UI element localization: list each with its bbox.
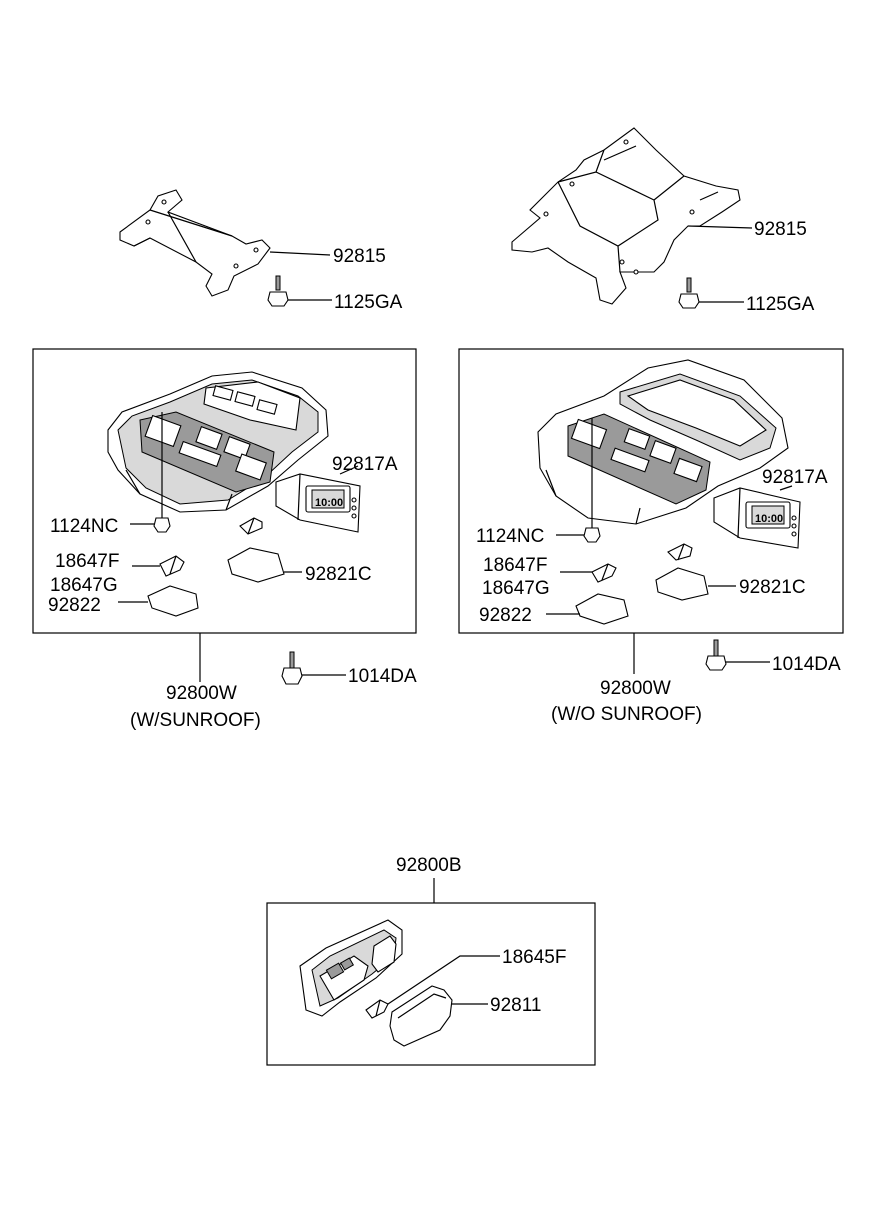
left-clock-display: 10:00 — [315, 497, 343, 509]
right-console-housing — [537, 359, 789, 525]
right-bolt-icon — [678, 277, 744, 309]
left-assembly-note: (W/SUNROOF) — [130, 710, 261, 731]
left-bracket-92815 — [119, 189, 331, 297]
bottom-lens-icon — [389, 985, 488, 1047]
left-lens-icon — [118, 585, 199, 617]
left-console-housing — [107, 371, 329, 513]
bottom-lens-label: 92811 — [490, 995, 541, 1016]
right-bracket-92815 — [511, 127, 753, 305]
right-lens-c-label: 92821C — [739, 577, 806, 598]
right-clock-label: 92817A — [762, 467, 828, 488]
bottom-assembly-box — [266, 902, 596, 1066]
bottom-bulb-label: 18645F — [502, 947, 566, 968]
bottom-bulb-icon — [365, 955, 500, 1019]
right-clock-module — [713, 485, 801, 549]
left-small-bulb-icon — [239, 517, 263, 535]
right-bolt-label: 1125GA — [746, 294, 815, 315]
left-screw-label: 1124NC — [50, 516, 118, 537]
right-screw-label: 1124NC — [476, 526, 544, 547]
bottom-lamp-housing — [299, 919, 403, 1017]
left-bulb-f-label: 18647F — [55, 551, 119, 572]
right-mount-bolt-label: 1014DA — [772, 654, 841, 675]
right-assembly-label: 92800W — [600, 678, 671, 699]
left-mount-bolt-label: 1014DA — [348, 666, 417, 687]
right-bulb-icon — [560, 563, 617, 583]
right-lens-icon — [546, 593, 629, 625]
left-assembly-box — [32, 348, 417, 634]
bottom-assembly-label: 92800B — [396, 855, 462, 876]
left-clock-label: 92817A — [332, 454, 398, 475]
left-clock-module — [275, 465, 361, 533]
left-bolt-icon — [267, 275, 332, 307]
right-lens-label: 92822 — [479, 605, 532, 626]
right-clock-display: 10:00 — [755, 513, 783, 525]
left-bulb-g-label: 18647G — [50, 575, 118, 596]
left-lens-c-label: 92821C — [305, 564, 372, 585]
right-small-bulb-icon — [667, 543, 693, 561]
right-assembly-box — [458, 348, 844, 634]
left-bulb-icon — [132, 555, 185, 577]
right-bulb-f-label: 18647F — [483, 555, 547, 576]
left-lens-label: 92822 — [48, 595, 101, 616]
right-bulb-g-label: 18647G — [482, 578, 550, 599]
right-lens-c-icon — [655, 567, 736, 601]
right-assembly-note: (W/O SUNROOF) — [551, 704, 702, 725]
left-bracket-label: 92815 — [333, 246, 386, 267]
right-screw-icon — [556, 418, 601, 543]
right-mount-bolt-icon — [705, 639, 770, 671]
left-bolt-label: 1125GA — [334, 292, 403, 313]
left-mount-bolt-icon — [281, 651, 346, 685]
left-screw-icon — [130, 412, 171, 533]
left-lens-c-icon — [227, 547, 302, 583]
left-assembly-label: 92800W — [166, 683, 237, 704]
right-bracket-label: 92815 — [754, 219, 807, 240]
